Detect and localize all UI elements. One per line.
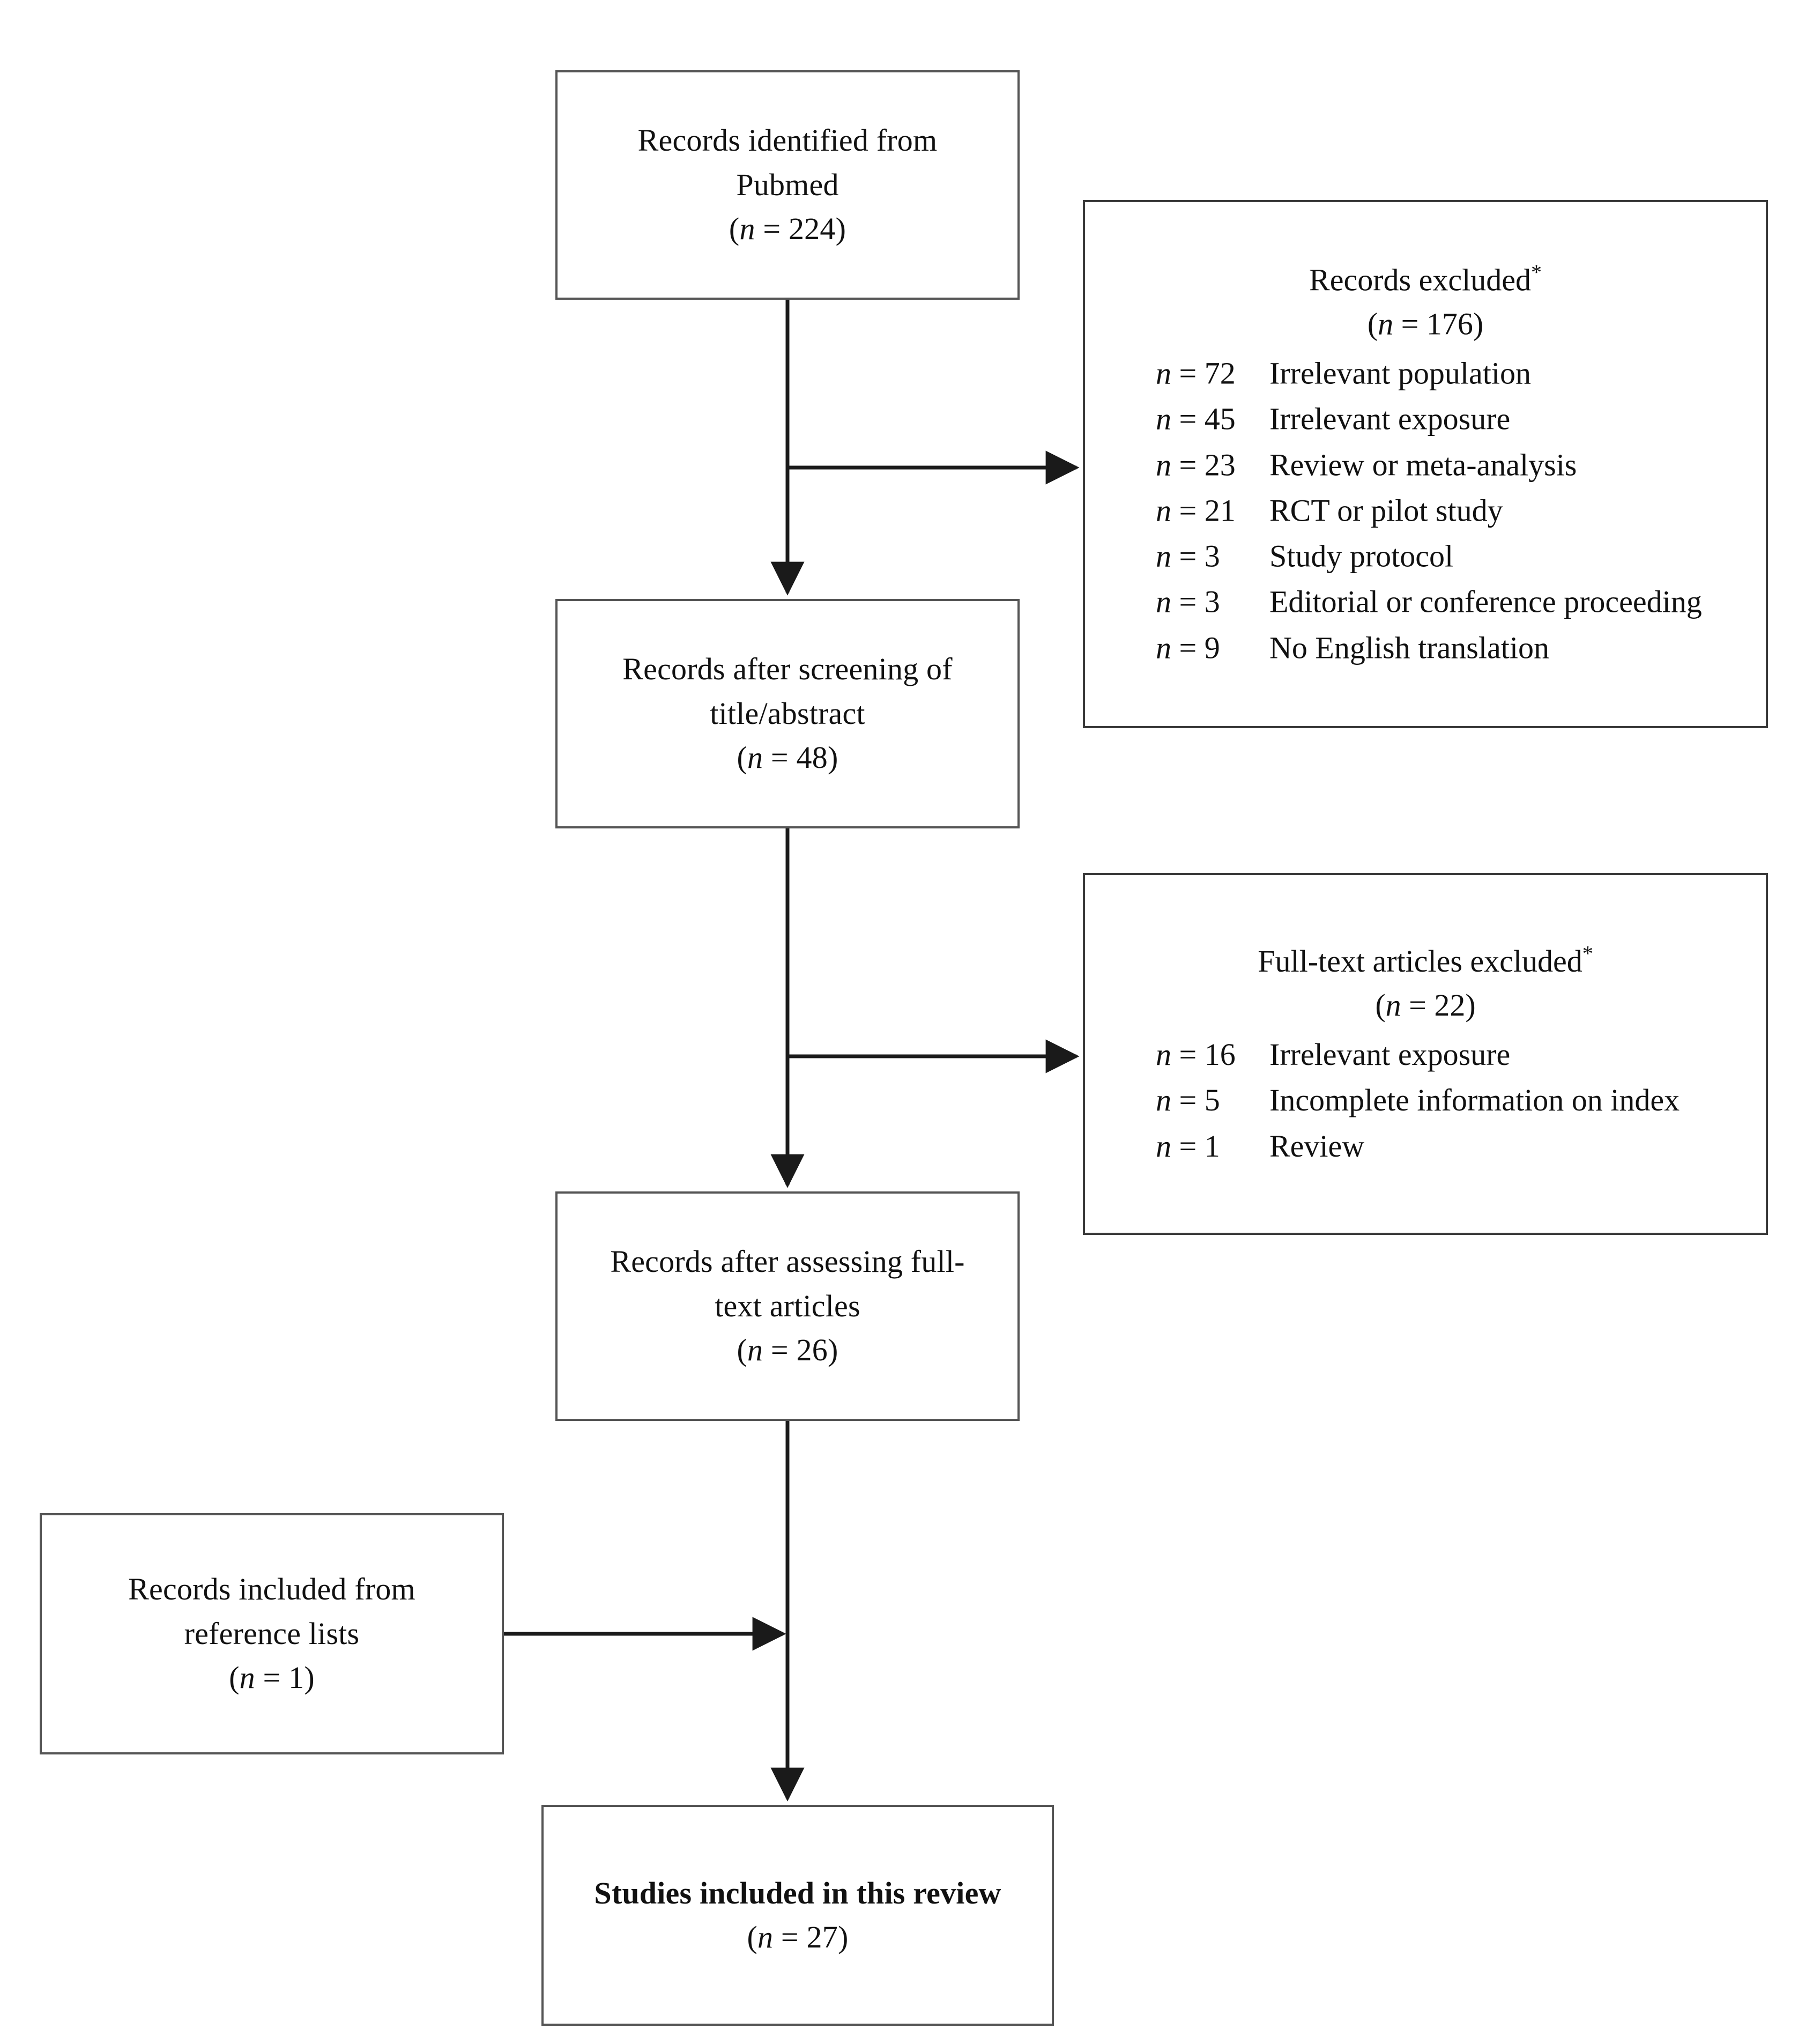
node-records-identified: Records identified from Pubmed (n = 224) <box>555 70 1020 300</box>
excluded-records-title: Records excluded* <box>1309 260 1542 297</box>
excluded-fulltext-title: Full-text articles excluded* <box>1258 940 1593 979</box>
node-count: (n = 48) <box>737 740 838 775</box>
reason-label: Incomplete information on index <box>1269 1083 1680 1118</box>
reason-label: RCT or pilot study <box>1269 493 1503 528</box>
reason-label: Irrelevant exposure <box>1269 1036 1511 1072</box>
excluded-fulltext-count: (n = 22) <box>1375 987 1476 1023</box>
reason-row: n = 3 Study protocol <box>1156 533 1766 579</box>
reason-label: Review <box>1269 1128 1365 1164</box>
reason-row: n = 72 Irrelevant population <box>1156 350 1766 396</box>
reason-label: Irrelevant exposure <box>1269 401 1511 436</box>
reason-label: Irrelevant population <box>1269 356 1531 391</box>
node-records-from-reference-lists: Records included from reference lists (n… <box>40 1513 504 1754</box>
reason-label: Study protocol <box>1269 538 1454 574</box>
node-line: text articles <box>715 1288 860 1323</box>
reason-row: n = 45 Irrelevant exposure <box>1156 396 1766 442</box>
node-records-after-fulltext: Records after assessing full- text artic… <box>555 1191 1020 1421</box>
reason-row: n = 1 Review <box>1156 1123 1766 1168</box>
footnote-marker: * <box>1530 260 1542 284</box>
excluded-records-reason-list: n = 72 Irrelevant population n = 45 Irre… <box>1156 350 1766 670</box>
excluded-records-count: (n = 176) <box>1367 306 1484 342</box>
node-fulltext-articles-excluded: Full-text articles excluded* (n = 22) n … <box>1083 873 1768 1235</box>
reason-row: n = 23 Review or meta-analysis <box>1156 442 1766 487</box>
node-line: Records included from <box>128 1572 415 1607</box>
reason-label: Review or meta-analysis <box>1269 447 1577 482</box>
node-count: (n = 26) <box>737 1332 838 1368</box>
node-count: (n = 27) <box>747 1920 849 1954</box>
node-line: Records identified from <box>637 123 938 158</box>
node-count: (n = 224) <box>729 211 846 247</box>
node-line: Studies included in this review <box>594 1875 1001 1910</box>
footnote-marker: * <box>1582 940 1593 965</box>
reason-row: n = 9 No English translation <box>1156 625 1766 670</box>
node-line: reference lists <box>184 1616 360 1651</box>
node-line: title/abstract <box>710 695 865 731</box>
node-line: Pubmed <box>736 167 839 202</box>
node-line: Records after assessing full- <box>610 1244 965 1279</box>
reason-label: Editorial or conference proceeding <box>1269 584 1702 619</box>
node-line: Records after screening of <box>622 651 953 687</box>
node-records-after-screening: Records after screening of title/abstrac… <box>555 599 1020 828</box>
reason-row: n = 21 RCT or pilot study <box>1156 487 1766 533</box>
excluded-fulltext-reason-list: n = 16 Irrelevant exposure n = 5 Incompl… <box>1156 1032 1766 1169</box>
reason-row: n = 5 Incomplete information on index <box>1156 1077 1766 1123</box>
node-count: (n = 1) <box>229 1660 315 1695</box>
reason-label: No English translation <box>1269 630 1549 665</box>
reason-row: n = 16 Irrelevant exposure <box>1156 1032 1766 1077</box>
reason-row: n = 3 Editorial or conference proceeding <box>1156 579 1766 625</box>
node-studies-included: Studies included in this review (n = 27) <box>541 1805 1054 2026</box>
node-records-excluded: Records excluded* (n = 176) n = 72 Irrel… <box>1083 200 1768 728</box>
